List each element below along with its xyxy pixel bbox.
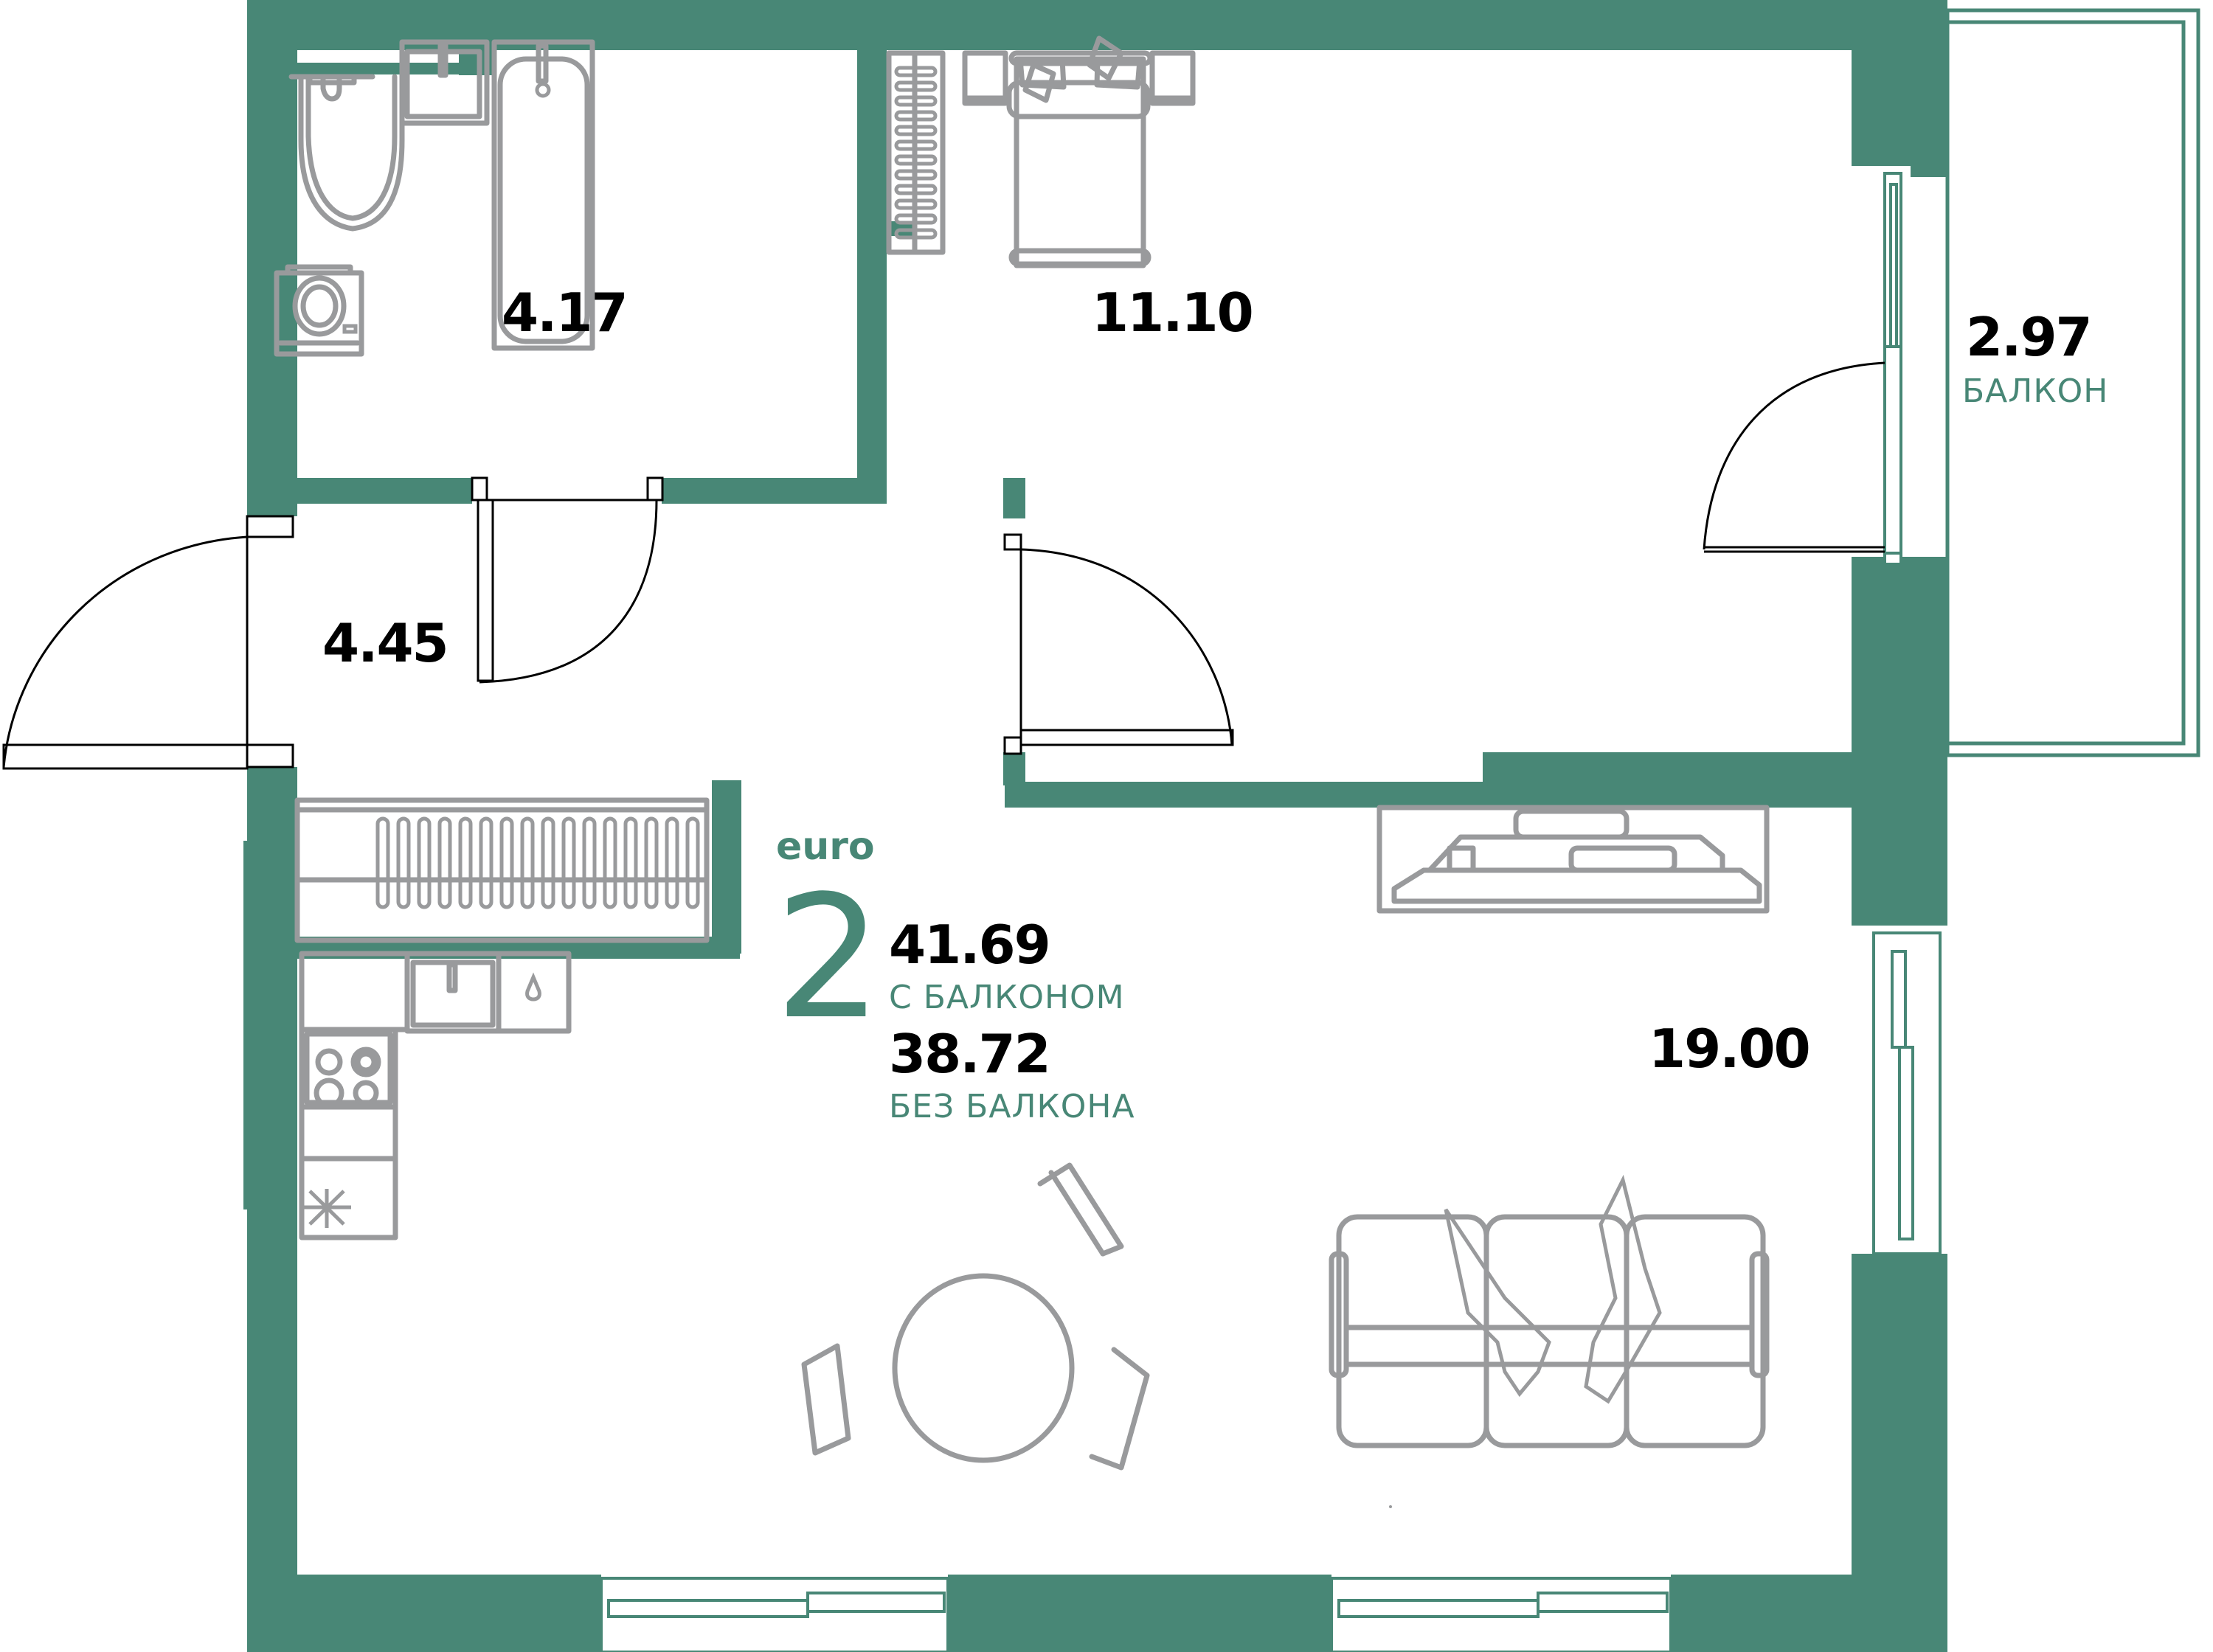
bedroom-door: [1003, 533, 1234, 755]
marker-dot: [1389, 1505, 1392, 1508]
toilet-icon: [288, 74, 405, 232]
bathtub-icon: [491, 39, 595, 351]
total-area-block: 41.69 С БАЛКОНОМ 38.72 БЕЗ БАЛКОНА: [889, 918, 1135, 1136]
room-area-balcony: 2.97: [1966, 306, 2093, 368]
balcony-door-frame: [1883, 172, 1902, 566]
room-area-hallway: 4.45: [322, 612, 449, 674]
bed-icon: [1006, 35, 1153, 268]
kitchen-counter-icon: [299, 951, 572, 1240]
fridge-snowflake-icon: [303, 1189, 351, 1228]
wardrobe-icon: [886, 50, 946, 255]
total-area-with-balcony-caption: С БАЛКОНОМ: [889, 979, 1125, 1016]
room-area-bathroom: 4.17: [502, 282, 628, 344]
plan-type-label: euro: [776, 825, 875, 869]
room-area-living-kitchen: 19.00: [1649, 1018, 1811, 1080]
nightstand-left-icon: [962, 50, 1008, 106]
room-name-balcony: БАЛКОН: [1962, 372, 2109, 410]
doors: [2, 361, 1885, 770]
sink-icon: [399, 39, 490, 126]
window-living: [1330, 1577, 1672, 1652]
walls: [243, 0, 1947, 1652]
tv-stand-icon: [1376, 805, 1770, 914]
total-area-without-balcony: 38.72: [889, 1023, 1051, 1085]
kitchen-sink-icon: [410, 959, 496, 1028]
stove-icon: [304, 1031, 393, 1108]
dining-table-icon: [801, 1162, 1150, 1471]
washing-machine-icon: [274, 264, 364, 357]
nightstand-right-icon: [1149, 50, 1196, 106]
windows: [600, 172, 1942, 1652]
window-kitchen: [600, 1577, 949, 1652]
entrance-door: [2, 515, 294, 770]
balcony-door: [1703, 361, 1885, 553]
water-drop-icon: [525, 972, 541, 1002]
hall-wardrobe-icon: [294, 797, 710, 943]
window-living-side: [1872, 931, 1942, 1255]
rooms-count: 2: [775, 860, 883, 1057]
balcony-outline: [1945, 8, 2200, 757]
sofa-icon: [1329, 1174, 1770, 1448]
bathroom-door: [471, 476, 664, 684]
total-area-with-balcony: 41.69: [889, 914, 1051, 976]
room-area-bedroom: 11.10: [1092, 282, 1254, 344]
total-area-without-balcony-caption: БЕЗ БАЛКОНА: [889, 1088, 1135, 1125]
